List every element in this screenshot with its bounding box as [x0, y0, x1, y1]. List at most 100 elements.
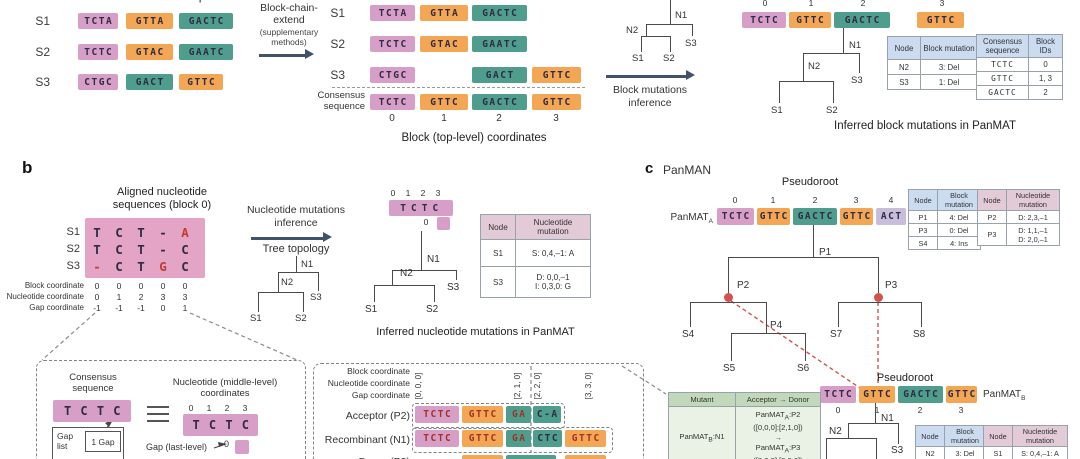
tree-edge — [838, 302, 921, 304]
cell: 2 — [1028, 85, 1063, 100]
seq-label: S1 — [66, 226, 80, 238]
seq-block: GACTC — [506, 455, 556, 459]
consensus-label: Consensus — [317, 90, 365, 101]
seq-label: S3 — [330, 68, 345, 82]
cell: P2 — [977, 210, 1007, 224]
consensus-block: GTTC — [532, 94, 581, 110]
nucleotide: T — [137, 259, 145, 274]
cell: P3 — [908, 223, 938, 237]
b-block-mutation-table: Node Block mutation N2 3: Del — [915, 425, 986, 459]
tree-edge — [728, 257, 878, 259]
block-coord: 2 — [496, 113, 502, 124]
nucleotide: T — [137, 225, 145, 240]
cell: S: 0,4,–1: A — [515, 239, 591, 267]
seq-label: S3 — [35, 75, 50, 89]
donor-label: Donor (P3) — [330, 456, 410, 459]
coord-value: 0 — [94, 292, 100, 302]
cell-line: D: 2,0,–1 — [1018, 234, 1048, 244]
seq-label: S1 — [330, 6, 345, 20]
tree-edge — [875, 403, 877, 423]
cell: Node — [908, 189, 938, 211]
block-mut-arrow-label: inference — [628, 97, 672, 109]
cell-line: D: 0,0,–1 — [536, 273, 570, 282]
tree-edge — [692, 24, 694, 36]
seq-block: TCTC — [78, 44, 118, 60]
arrowhead — [218, 442, 227, 447]
coord-value: 0 — [160, 303, 166, 313]
recombinant-dashed-box — [412, 427, 613, 453]
equivalence-icon — [147, 420, 169, 422]
cell: Block mutation — [944, 425, 986, 447]
seq-block: TCTC — [415, 430, 459, 447]
coord-row-label: Gap coordinate — [351, 390, 410, 400]
seq-block: GA — [506, 430, 531, 447]
seq-block: GTTC — [946, 386, 977, 403]
block-coord: 0 — [762, 0, 768, 8]
tree-edge — [779, 81, 781, 103]
tree-node-n1: N1 — [301, 259, 314, 270]
coord-value: 1 — [116, 292, 122, 302]
pseudoroot-marker-p2 — [724, 293, 733, 302]
tree-edge — [731, 333, 733, 361]
tree-edge — [456, 270, 458, 280]
block-coord: 1 — [441, 113, 447, 124]
seq-block: GTTC — [757, 208, 790, 225]
tree-node-s3: S3 — [891, 445, 904, 456]
seq-block: GA — [506, 406, 531, 423]
chain-extend-note: (supplementary — [259, 27, 319, 37]
mutant-sub: B — [708, 436, 713, 444]
panel-c-title: PanMAN — [663, 163, 712, 177]
tree-edge — [813, 225, 815, 257]
nucleotide: C — [181, 242, 189, 257]
cell-line: PanMATA:P2 — [738, 410, 818, 423]
seq-block: GTTA — [420, 5, 468, 21]
seq-block: GTTC — [532, 67, 581, 83]
coord-row-label: Gap coordinate — [29, 303, 84, 312]
tree-edge — [258, 292, 303, 294]
donor-sub: A — [784, 447, 789, 455]
nuc-coord: 0 — [188, 403, 194, 413]
tree-edge — [848, 423, 898, 425]
cell-line: → — [774, 433, 782, 443]
tree-node-s3: S3 — [447, 282, 460, 293]
tree-edge — [826, 438, 828, 459]
seq-block: GTTC — [462, 430, 503, 447]
tree-edge — [731, 333, 805, 335]
tree-node-n1: N1 — [675, 10, 688, 21]
tree-node-s1: S1 — [250, 313, 262, 324]
chain-extend-label: Block-chain- — [260, 2, 318, 14]
tree-node-n1: N1 — [427, 254, 440, 265]
nucleotide-mutated: A — [181, 225, 189, 240]
inferred-nuc-caption: Inferred nucleotide mutations in PanMAT — [376, 326, 575, 338]
seq-block: GTTC — [462, 406, 503, 423]
tree-edge — [803, 53, 859, 55]
gap-last-label: Gap (last-level) — [146, 442, 208, 452]
panel-b-title: Aligned nucleotide — [117, 186, 207, 198]
chain-extend-label: extend — [273, 14, 305, 26]
tree-node-s2: S2 — [663, 53, 675, 64]
panel-a-title: Block sequences — [95, 0, 295, 3]
zoom-box-nucleotide — [36, 360, 306, 459]
cell: 4: Ins — [937, 236, 981, 250]
tree-node-n2: N2 — [626, 25, 639, 36]
seq-label: S2 — [330, 37, 345, 51]
block-mutation-table: Node Block mutation N2 3: Del S3 1: Del — [887, 36, 978, 90]
cell: 3: Del — [920, 59, 978, 75]
cell: 0: Del — [937, 223, 981, 237]
seq-block: GTTC — [840, 208, 873, 225]
cell: Nucleotide mutation — [515, 214, 591, 240]
block-coord: 0 — [389, 113, 395, 124]
seq-block: TCTC — [820, 386, 856, 403]
seq-block: TCTA — [370, 5, 415, 21]
one-gap-box: 1 Gap — [85, 431, 121, 452]
tree-edge — [374, 285, 376, 302]
tree-node-p4: P4 — [770, 320, 783, 331]
gap-list-label: Gap — [57, 431, 74, 441]
coord-value: 0 — [182, 281, 188, 291]
block-coord: 2 — [860, 0, 866, 8]
block-coord: 1 — [808, 0, 814, 8]
seq-block: CTC — [533, 430, 562, 447]
mid-level-label: Nucleotide (middle-level) — [172, 377, 278, 388]
tree-edge — [278, 272, 280, 292]
